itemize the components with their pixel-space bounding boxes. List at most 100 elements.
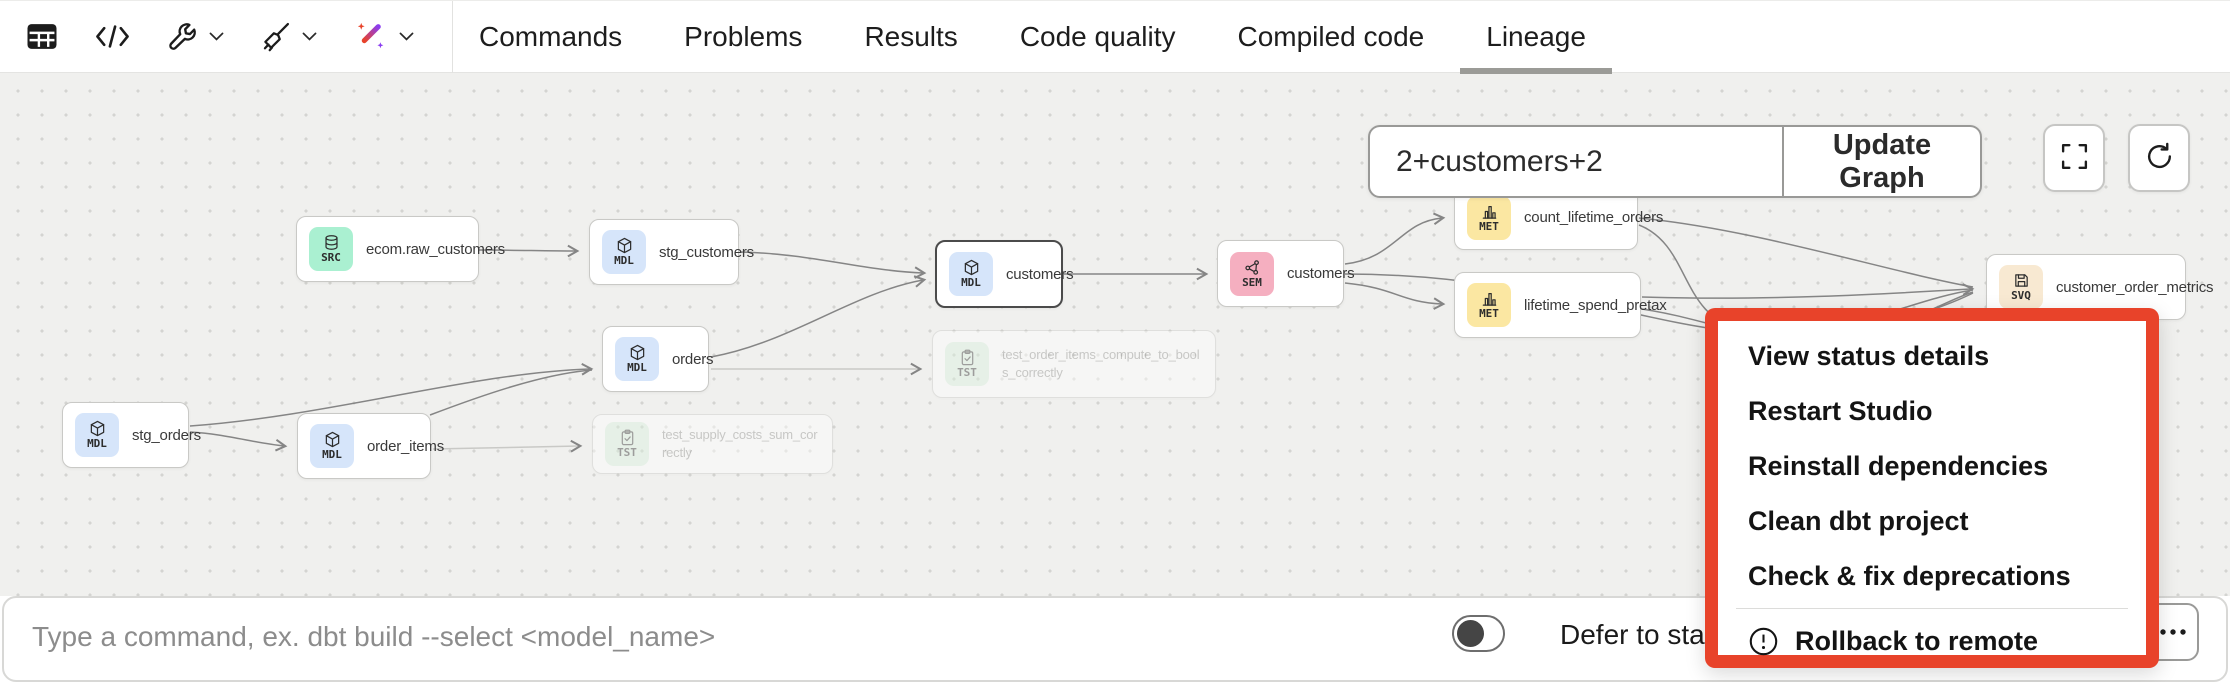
tab-compiled-code[interactable]: Compiled code	[1237, 20, 1425, 52]
wrench-icon	[167, 21, 198, 52]
model-cube-icon	[90, 421, 104, 437]
chevron-down-icon	[209, 32, 224, 41]
chevron-down-icon	[302, 32, 317, 41]
menu-item-label: View status details	[1748, 341, 1990, 371]
lineage-node-stg-orders[interactable]: MDL stg_orders	[62, 402, 201, 468]
top-toolbar: Commands Problems Results Code quality Compi…	[0, 0, 2230, 74]
tab-bar: Commands Problems Results Code quality Compi…	[479, 0, 1612, 74]
node-label: stg_customers	[659, 243, 754, 261]
test-clipboard-icon	[621, 429, 633, 446]
lineage-node-lifetime-spend-pretax[interactable]: MET lifetime_spend_pretax	[1454, 272, 1667, 338]
node-label: test_order_items_compute_to_bools_correc…	[1002, 347, 1200, 380]
defer-toggle[interactable]	[1452, 615, 1505, 652]
node-label: orders	[672, 350, 714, 368]
node-type-code: TST	[617, 446, 637, 460]
tab-lineage[interactable]: Lineage	[1460, 0, 1612, 74]
ellipsis-icon	[2158, 625, 2188, 640]
node-type-code: SEM	[1242, 275, 1262, 289]
saved-query-icon	[2014, 274, 2028, 287]
toggle-knob	[1457, 620, 1484, 647]
lineage-node-ecom-raw-customers[interactable]: SRC ecom.raw_customers	[296, 216, 505, 282]
defer-toggle-label: Defer to sta	[1560, 619, 1705, 650]
lineage-node-customers-sem[interactable]: SEM customers	[1217, 240, 1355, 307]
menu-item-label: Rollback to remote	[1795, 626, 2039, 656]
node-type-code: MET	[1479, 307, 1499, 321]
node-label: stg_orders	[132, 426, 201, 444]
tab-code-quality[interactable]: Code quality	[1019, 20, 1176, 52]
node-type-code: MDL	[614, 254, 634, 268]
menu-item-label: Restart Studio	[1748, 396, 1933, 426]
menu-item-view-status-details[interactable]: View status details	[1718, 329, 2146, 384]
tab-problems[interactable]: Problems	[684, 20, 803, 52]
node-type-badge: MDL	[75, 413, 119, 457]
node-type-code: SRC	[321, 251, 341, 265]
node-label: customers	[1006, 265, 1074, 283]
node-type-badge: TST	[945, 342, 989, 386]
node-type-badge: SVQ	[1999, 265, 2043, 309]
selector-input[interactable]	[1370, 127, 1782, 196]
node-type-code: MDL	[87, 437, 107, 451]
test-clipboard-icon	[961, 349, 973, 366]
menu-item-check-fix-deprecations[interactable]: Check & fix deprecations	[1718, 549, 2146, 604]
lineage-selector-bar: Update Graph	[1368, 125, 1982, 198]
table-view-button[interactable]	[26, 22, 58, 51]
node-label: lifetime_spend_pretax	[1524, 296, 1667, 314]
chevron-down-icon	[399, 32, 414, 41]
node-type-badge: MET	[1467, 195, 1511, 240]
broom-icon	[260, 21, 291, 52]
refresh-icon	[2144, 141, 2175, 175]
tab-results[interactable]: Results	[864, 20, 958, 52]
node-type-badge: SEM	[1230, 251, 1274, 296]
source-database-icon	[324, 235, 338, 251]
node-type-code: SVQ	[2011, 289, 2031, 303]
lineage-node-orders[interactable]: MDL orders	[602, 326, 714, 392]
model-cube-icon	[630, 345, 644, 361]
fullscreen-icon	[2059, 141, 2090, 175]
refresh-button[interactable]	[2128, 124, 2190, 192]
build-tools-button[interactable]	[167, 21, 224, 52]
node-type-badge: MDL	[310, 424, 354, 468]
lineage-node-test-order-items-compute-to-bools-correctly[interactable]: TST test_order_items_compute_to_bools_cor…	[932, 330, 1216, 398]
lineage-node-test-supply-costs-sum-correctly[interactable]: TST test_supply_costs_sum_correctly	[592, 414, 833, 474]
node-type-badge: MET	[1467, 283, 1511, 327]
table-icon	[26, 22, 58, 51]
fullscreen-button[interactable]	[2043, 124, 2105, 192]
menu-item-label: Clean dbt project	[1748, 506, 1969, 536]
lineage-node-order-items[interactable]: MDL order_items	[297, 413, 444, 479]
menu-item-label: Check & fix deprecations	[1748, 561, 2071, 591]
node-type-badge: MDL	[615, 337, 659, 381]
clean-tools-button[interactable]	[260, 21, 317, 52]
node-label: customers	[1287, 265, 1355, 282]
menu-divider	[1736, 608, 2128, 609]
warning-circle-icon	[1749, 627, 1778, 656]
magic-wand-icon	[353, 19, 388, 54]
lineage-node-stg-customers[interactable]: MDL stg_customers	[589, 219, 754, 285]
model-cube-icon	[617, 238, 631, 254]
model-cube-icon	[964, 260, 978, 276]
node-type-code: MDL	[322, 448, 342, 462]
menu-item-rollback-to-remote[interactable]: Rollback to remote	[1718, 614, 2146, 669]
node-type-badge: TST	[605, 422, 649, 466]
model-cube-icon	[325, 432, 339, 448]
update-graph-button[interactable]: Update Graph	[1782, 127, 1980, 196]
semantic-model-icon	[1244, 259, 1259, 275]
menu-item-restart-studio[interactable]: Restart Studio	[1718, 384, 2146, 439]
node-label: ecom.raw_customers	[366, 240, 505, 258]
node-label: order_items	[367, 437, 444, 455]
node-type-code: MET	[1479, 219, 1499, 233]
code-icon	[94, 23, 131, 50]
menu-item-clean-dbt-project[interactable]: Clean dbt project	[1718, 494, 2146, 549]
menu-item-label: Reinstall dependencies	[1748, 451, 2049, 481]
node-type-code: TST	[957, 366, 977, 380]
ai-assist-button[interactable]	[353, 19, 414, 54]
node-type-badge: SRC	[309, 227, 353, 271]
menu-item-reinstall-dependencies[interactable]: Reinstall dependencies	[1718, 439, 2146, 494]
node-label: test_supply_costs_sum_correctly	[662, 427, 818, 460]
code-view-button[interactable]	[94, 23, 131, 50]
metric-chart-icon	[1482, 293, 1496, 306]
tab-commands[interactable]: Commands	[479, 20, 623, 52]
command-input[interactable]	[30, 610, 1374, 664]
metric-chart-icon	[1482, 205, 1496, 219]
toolbar-divider	[452, 0, 453, 73]
